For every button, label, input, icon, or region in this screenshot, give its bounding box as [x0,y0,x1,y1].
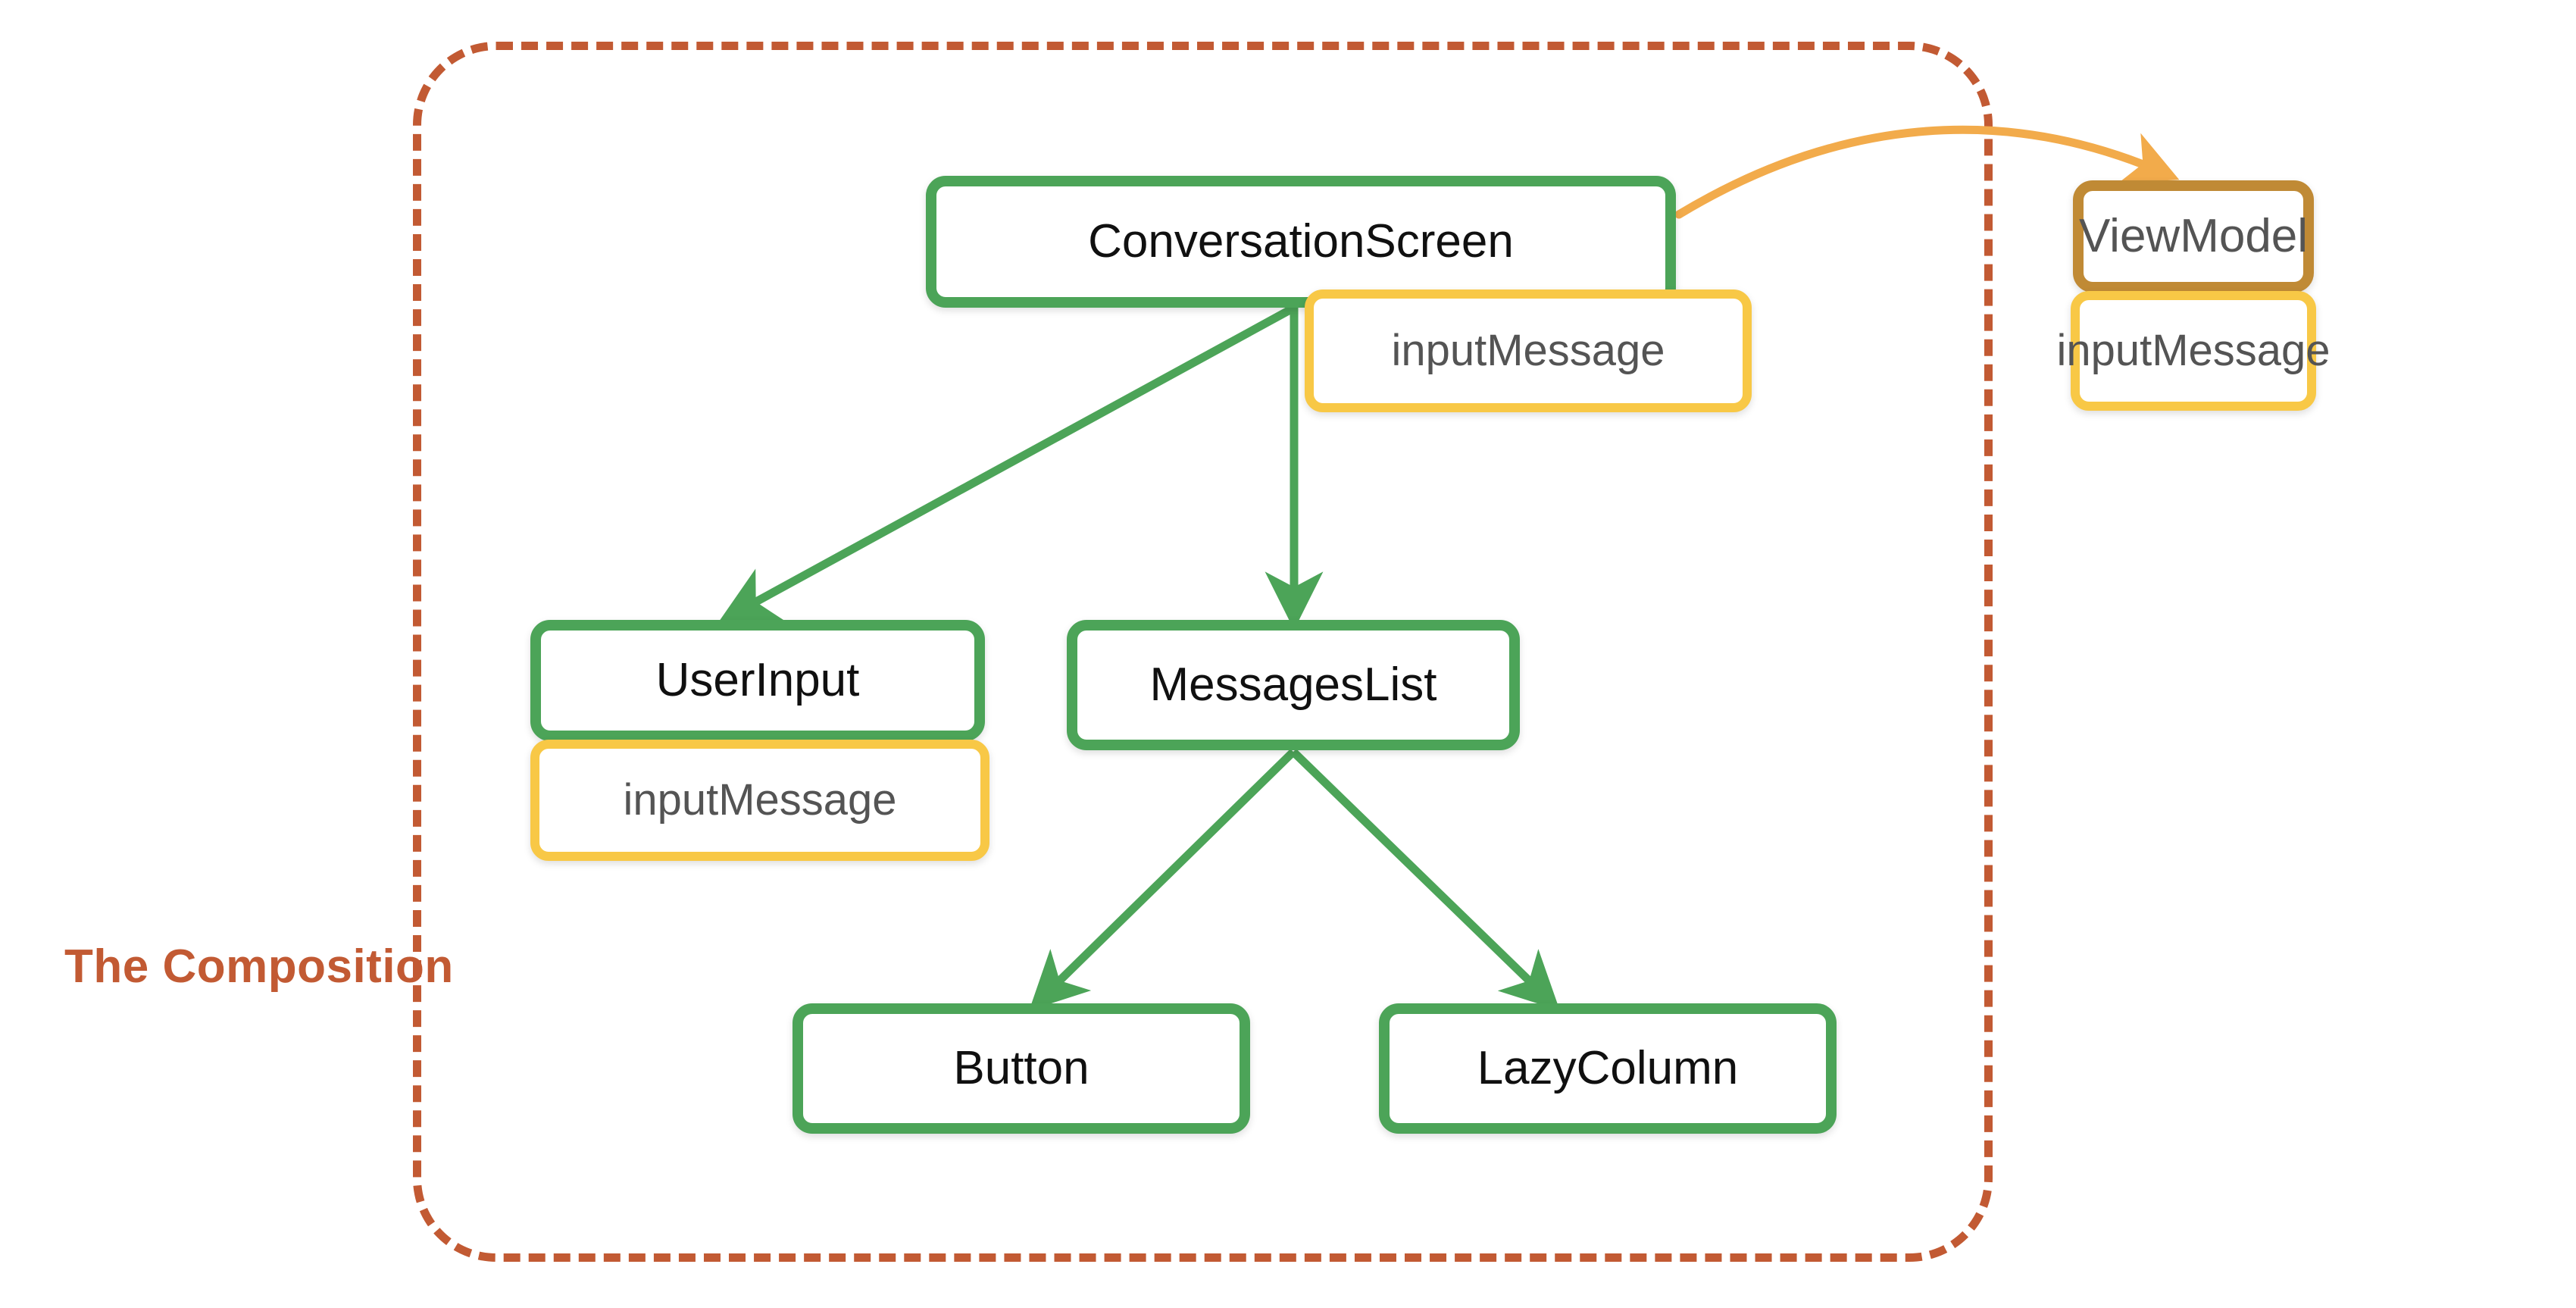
node-conversation-screen-label: ConversationScreen [1088,215,1514,268]
composition-label: The Composition [64,940,454,993]
state-chip-conversation-screen-input-message[interactable]: inputMessage [1305,289,1752,412]
state-chip-user-input-input-message-label: inputMessage [623,775,897,825]
node-messages-list-label: MessagesList [1149,659,1437,711]
state-chip-conversation-screen-input-message-label: inputMessage [1391,326,1665,375]
node-lazy-column[interactable]: LazyColumn [1379,1003,1837,1134]
node-view-model[interactable]: ViewModel [2073,180,2314,293]
composition-boundary [413,42,1993,1262]
node-conversation-screen[interactable]: ConversationScreen [926,176,1676,308]
node-view-model-label: ViewModel [2078,210,2309,262]
node-button[interactable]: Button [792,1003,1250,1134]
state-chip-user-input-input-message[interactable]: inputMessage [530,740,989,861]
state-chip-view-model-input-message[interactable]: inputMessage [2056,291,2331,411]
node-messages-list[interactable]: MessagesList [1067,620,1520,750]
node-user-input-label: UserInput [655,654,860,706]
node-button-label: Button [953,1042,1089,1094]
state-chip-view-model-input-message-label: inputMessage [2056,326,2331,375]
node-lazy-column-label: LazyColumn [1477,1042,1739,1094]
node-user-input[interactable]: UserInput [530,620,985,741]
